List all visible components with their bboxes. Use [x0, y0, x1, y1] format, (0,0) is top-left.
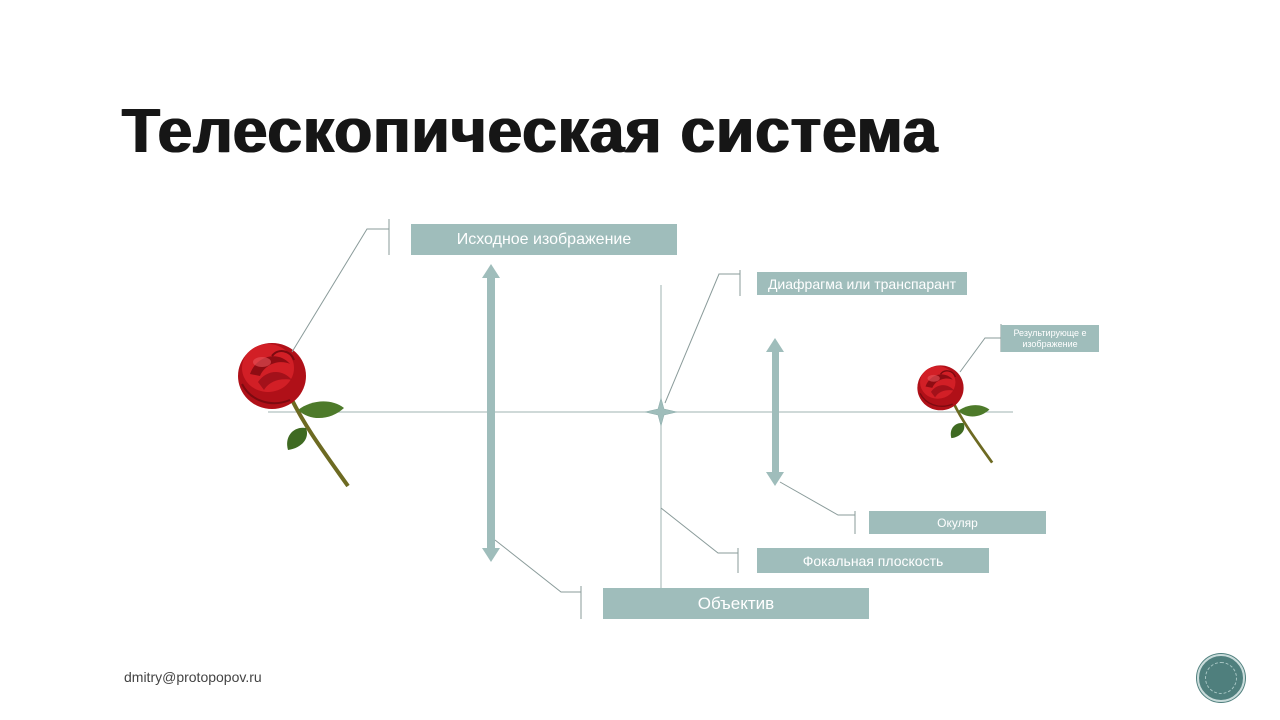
- callout-lines: [291, 219, 1002, 619]
- diaphragm-label: Диафрагма или транспарант: [757, 272, 967, 295]
- eyepiece-label: Окуляр: [869, 511, 1046, 534]
- slide-title: Телескопическая система: [122, 97, 939, 166]
- eyepiece-lens: [766, 338, 784, 486]
- focal-plane-label: Фокальная плоскость: [757, 548, 989, 573]
- four-point-star-icon: [644, 397, 678, 427]
- objective-lens: [482, 264, 500, 562]
- footer-email: dmitry@protopopov.ru: [124, 669, 262, 685]
- circle-button-inner: [1205, 662, 1237, 694]
- circle-button-icon[interactable]: [1197, 654, 1245, 702]
- objective-label: Объектив: [603, 588, 869, 619]
- rose-icon: [236, 341, 350, 488]
- source-image-label: Исходное изображение: [411, 224, 677, 255]
- result-image-label: Результирующе е изображение: [1001, 325, 1099, 352]
- rose-icon: [915, 364, 994, 465]
